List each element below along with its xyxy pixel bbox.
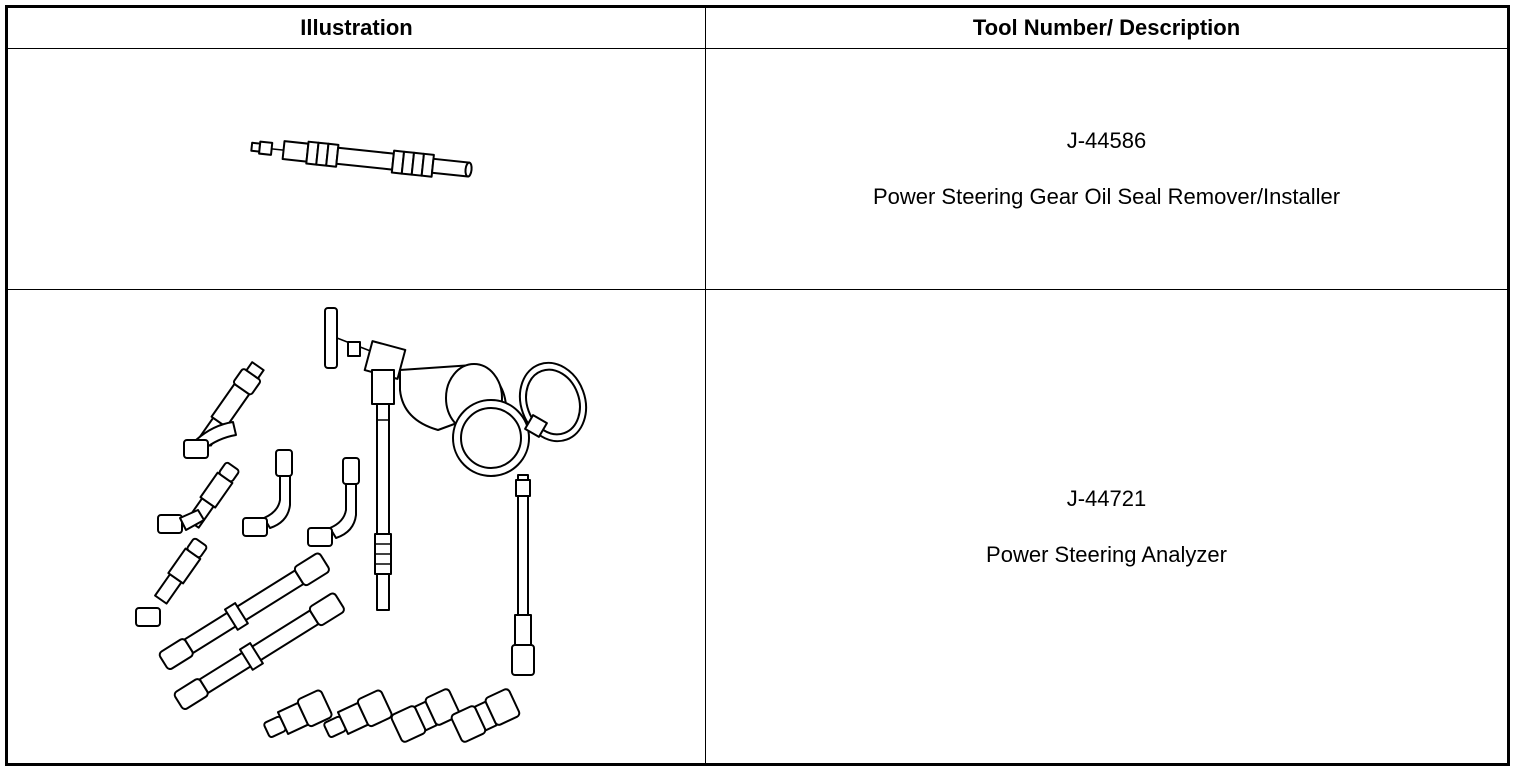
tool-description-cell: J-44721 Power Steering Analyzer — [705, 289, 1509, 765]
tool-description-cell: J-44586 Power Steering Gear Oil Seal Rem… — [705, 48, 1509, 290]
illustration-cell — [6, 48, 706, 290]
header-tool-number-description: Tool Number/ Description — [705, 6, 1509, 49]
table-row: J-44586 Power Steering Gear Oil Seal Rem… — [6, 48, 1509, 290]
illustration-cell — [6, 289, 706, 765]
tool-table: Illustration Tool Number/ Description — [5, 5, 1510, 766]
header-row: Illustration Tool Number/ Description — [6, 6, 1509, 49]
tool-description: Power Steering Analyzer — [986, 541, 1227, 567]
power-steering-analyzer-kit-icon — [135, 307, 588, 743]
table-row: J-44721 Power Steering Analyzer — [6, 289, 1509, 765]
tool-number: J-44586 — [1066, 128, 1147, 153]
tool-number: J-44721 — [1066, 485, 1147, 511]
seal-remover-installer-tool-icon — [250, 140, 473, 178]
header-illustration: Illustration — [6, 6, 706, 49]
tool-description: Power Steering Gear Oil Seal Remover/Ins… — [872, 184, 1341, 209]
